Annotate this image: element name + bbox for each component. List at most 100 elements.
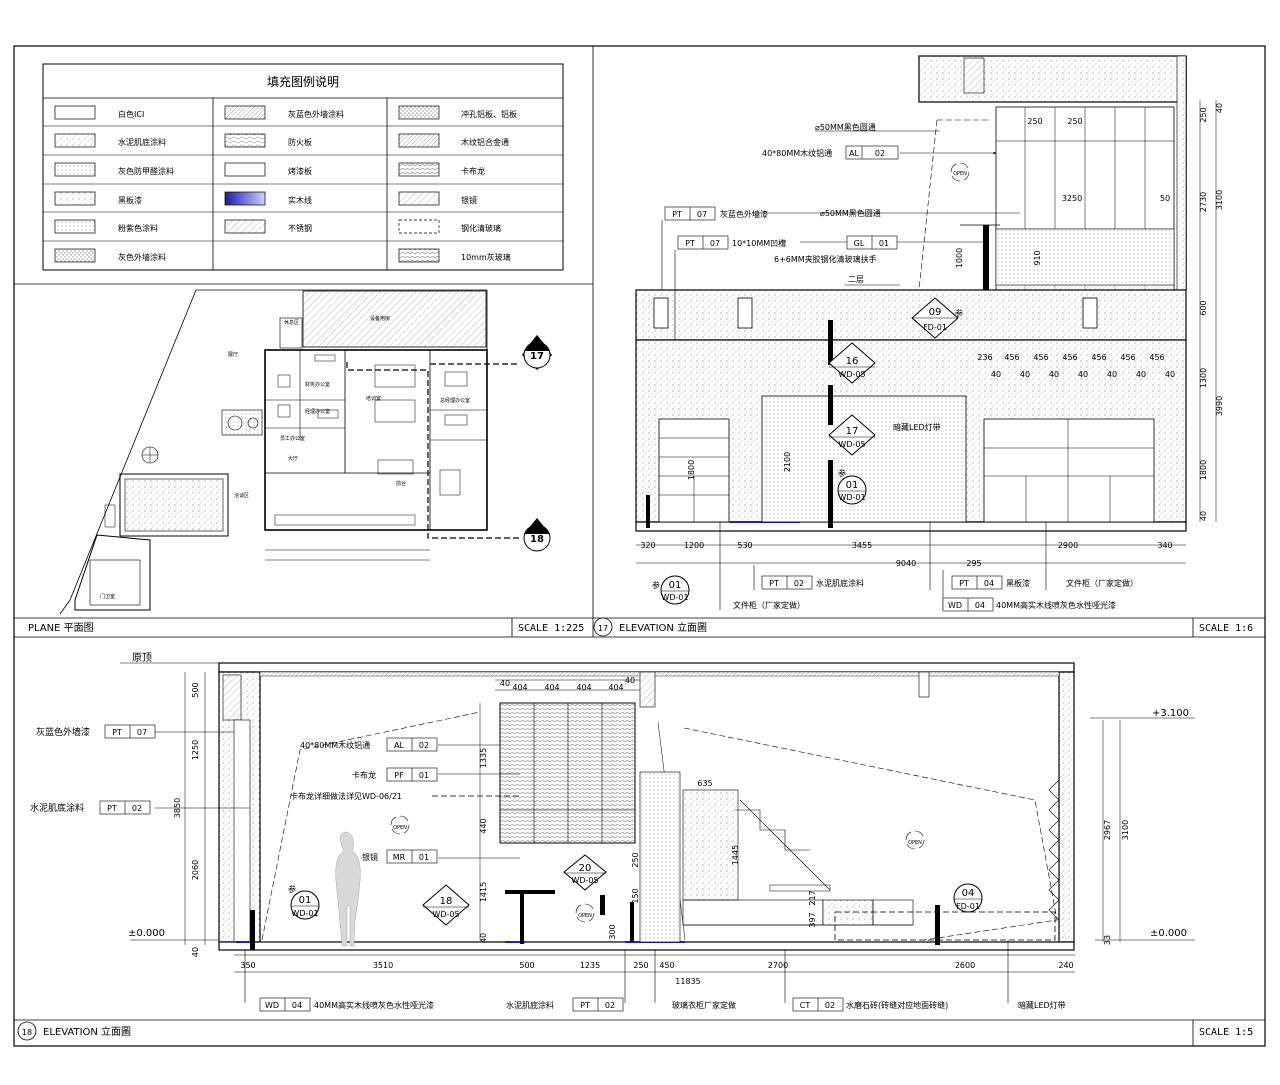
dim: 350 — [240, 961, 255, 970]
dim: 250 — [1027, 117, 1042, 126]
detail-tag[interactable]: 17 WD-05 — [828, 414, 876, 456]
dim: 2600 — [955, 961, 975, 970]
svg-text:09: 09 — [929, 307, 942, 318]
detail-tag[interactable]: 01 WD-01 — [660, 575, 690, 605]
legend-label: 防火板 — [288, 137, 312, 147]
floor-plan — [59, 289, 520, 615]
dim: 456 — [1149, 353, 1164, 362]
dim: 3850 — [173, 798, 182, 818]
dim: 40 — [1078, 370, 1088, 379]
dim: 500 — [191, 682, 200, 697]
legend-label: 冲孔铝板、铝板 — [461, 109, 517, 119]
legend-label: 银镜 — [461, 195, 477, 205]
elevation-17-label: ELEVATION 立面圖 — [619, 621, 707, 634]
dim: 2730 — [1199, 192, 1208, 212]
note-alum: 40*80MM木纹铝通 — [762, 148, 832, 158]
svg-text:参: 参 — [838, 468, 846, 478]
level-zero: ±0.000 — [128, 928, 165, 939]
room-label: 员工办公室 — [280, 435, 305, 442]
dim: 300 — [608, 924, 617, 939]
svg-text:10*10MM凹槽: 10*10MM凹槽 — [732, 238, 786, 248]
dim: 456 — [1033, 353, 1048, 362]
svg-text:07: 07 — [710, 239, 720, 248]
svg-text:PT: PT — [107, 804, 117, 813]
section-callout-18[interactable]: 18 — [523, 518, 551, 552]
top-label: 原顶 — [132, 652, 152, 664]
room-label: 设备用房 — [370, 315, 390, 322]
dim: 1415 — [479, 882, 488, 902]
svg-text:玻璃衣柜厂家定做: 玻璃衣柜厂家定做 — [672, 1000, 736, 1010]
svg-text:灰蓝色外墙漆: 灰蓝色外墙漆 — [36, 726, 90, 738]
dim: 250 — [633, 961, 648, 970]
dim: 40 — [991, 370, 1001, 379]
elevation-17-drawing — [635, 55, 1217, 610]
svg-text:OPEN: OPEN — [908, 840, 922, 846]
legend-label: 不锈钢 — [288, 223, 312, 233]
elevation-18-drawing — [120, 662, 1195, 1003]
detail-tag[interactable]: 01 WD-01 — [290, 890, 320, 920]
detail-tag[interactable]: 09 FD-01 — [911, 297, 959, 339]
svg-text:17: 17 — [598, 624, 608, 633]
dim: 456 — [1091, 353, 1106, 362]
svg-text:PT: PT — [685, 239, 695, 248]
dim: 1200 — [684, 541, 704, 550]
dim: 3510 — [373, 961, 393, 970]
plan-label: PLANE 平面图 — [28, 622, 94, 634]
dim: 456 — [1062, 353, 1077, 362]
room-label: 财务办公室 — [305, 381, 330, 388]
room-label: 前台 — [396, 480, 406, 487]
svg-text:参: 参 — [955, 308, 963, 318]
svg-text:FD-01: FD-01 — [923, 323, 947, 332]
detail-tag[interactable]: 01 WD-01 — [837, 475, 867, 505]
dim: 404 — [608, 683, 623, 692]
svg-text:02: 02 — [132, 804, 142, 813]
floor-label: 二层 — [848, 275, 864, 284]
section-callout-17[interactable]: 17 — [522, 335, 552, 370]
dim: 9040 — [896, 559, 916, 568]
detail-tag[interactable]: 18 WD-05 — [422, 884, 470, 926]
svg-text:OPEN: OPEN — [953, 171, 967, 177]
svg-text:PT: PT — [672, 210, 682, 219]
svg-text:银镜: 银镜 — [362, 852, 378, 862]
svg-text:PT: PT — [580, 1001, 590, 1010]
dim: 33 — [1103, 935, 1112, 945]
svg-text:01: 01 — [669, 580, 682, 591]
svg-text:OPEN: OPEN — [578, 913, 592, 919]
svg-text:01: 01 — [846, 480, 859, 491]
svg-text:PF: PF — [394, 771, 404, 780]
led-note: 暗藏LED灯带 — [893, 422, 941, 432]
svg-text:WD-05: WD-05 — [838, 440, 865, 449]
room-label: 洽谈区 — [234, 492, 249, 499]
svg-text:参: 参 — [288, 884, 296, 894]
dim: 397 — [808, 912, 817, 927]
detail-tag[interactable]: 20 WD-05 — [563, 854, 607, 891]
detail-tag[interactable]: 04 FD-01 — [953, 883, 983, 913]
svg-text:卡布龙详细做法详见WD-06/21: 卡布龙详细做法详见WD-06/21 — [290, 791, 402, 801]
svg-text:WD-05: WD-05 — [571, 876, 598, 885]
dim: 40 — [500, 679, 510, 688]
note-tube: ⌀50MM黑色圆通 — [815, 122, 876, 132]
elevation-18-label: ELEVATION 立面圖 — [43, 1025, 131, 1038]
dim: 295 — [966, 559, 981, 568]
svg-text:20: 20 — [579, 863, 592, 874]
detail-tag[interactable]: 16 WD-05 — [828, 342, 876, 384]
svg-text:18: 18 — [22, 1028, 32, 1037]
dim: 456 — [1120, 353, 1135, 362]
dim: 40 — [1107, 370, 1117, 379]
dim: 404 — [576, 683, 591, 692]
svg-text:PT: PT — [959, 579, 969, 588]
dim: 2700 — [768, 961, 788, 970]
legend-label: 钢化清玻璃 — [461, 223, 501, 233]
svg-text:17: 17 — [846, 426, 859, 437]
legend-label: 灰色外墙涂料 — [118, 252, 166, 262]
svg-text:WD-01: WD-01 — [661, 593, 688, 602]
legend-label: 木纹铝合金通 — [461, 137, 509, 147]
dim: 530 — [737, 541, 752, 550]
svg-text:01: 01 — [419, 771, 429, 780]
svg-text:WD-05: WD-05 — [838, 370, 865, 379]
room-label: 休息区 — [284, 319, 299, 326]
legend-label: 实木线 — [288, 195, 312, 205]
svg-text:18: 18 — [440, 896, 453, 907]
legend-label: 卡布龙 — [461, 166, 485, 176]
